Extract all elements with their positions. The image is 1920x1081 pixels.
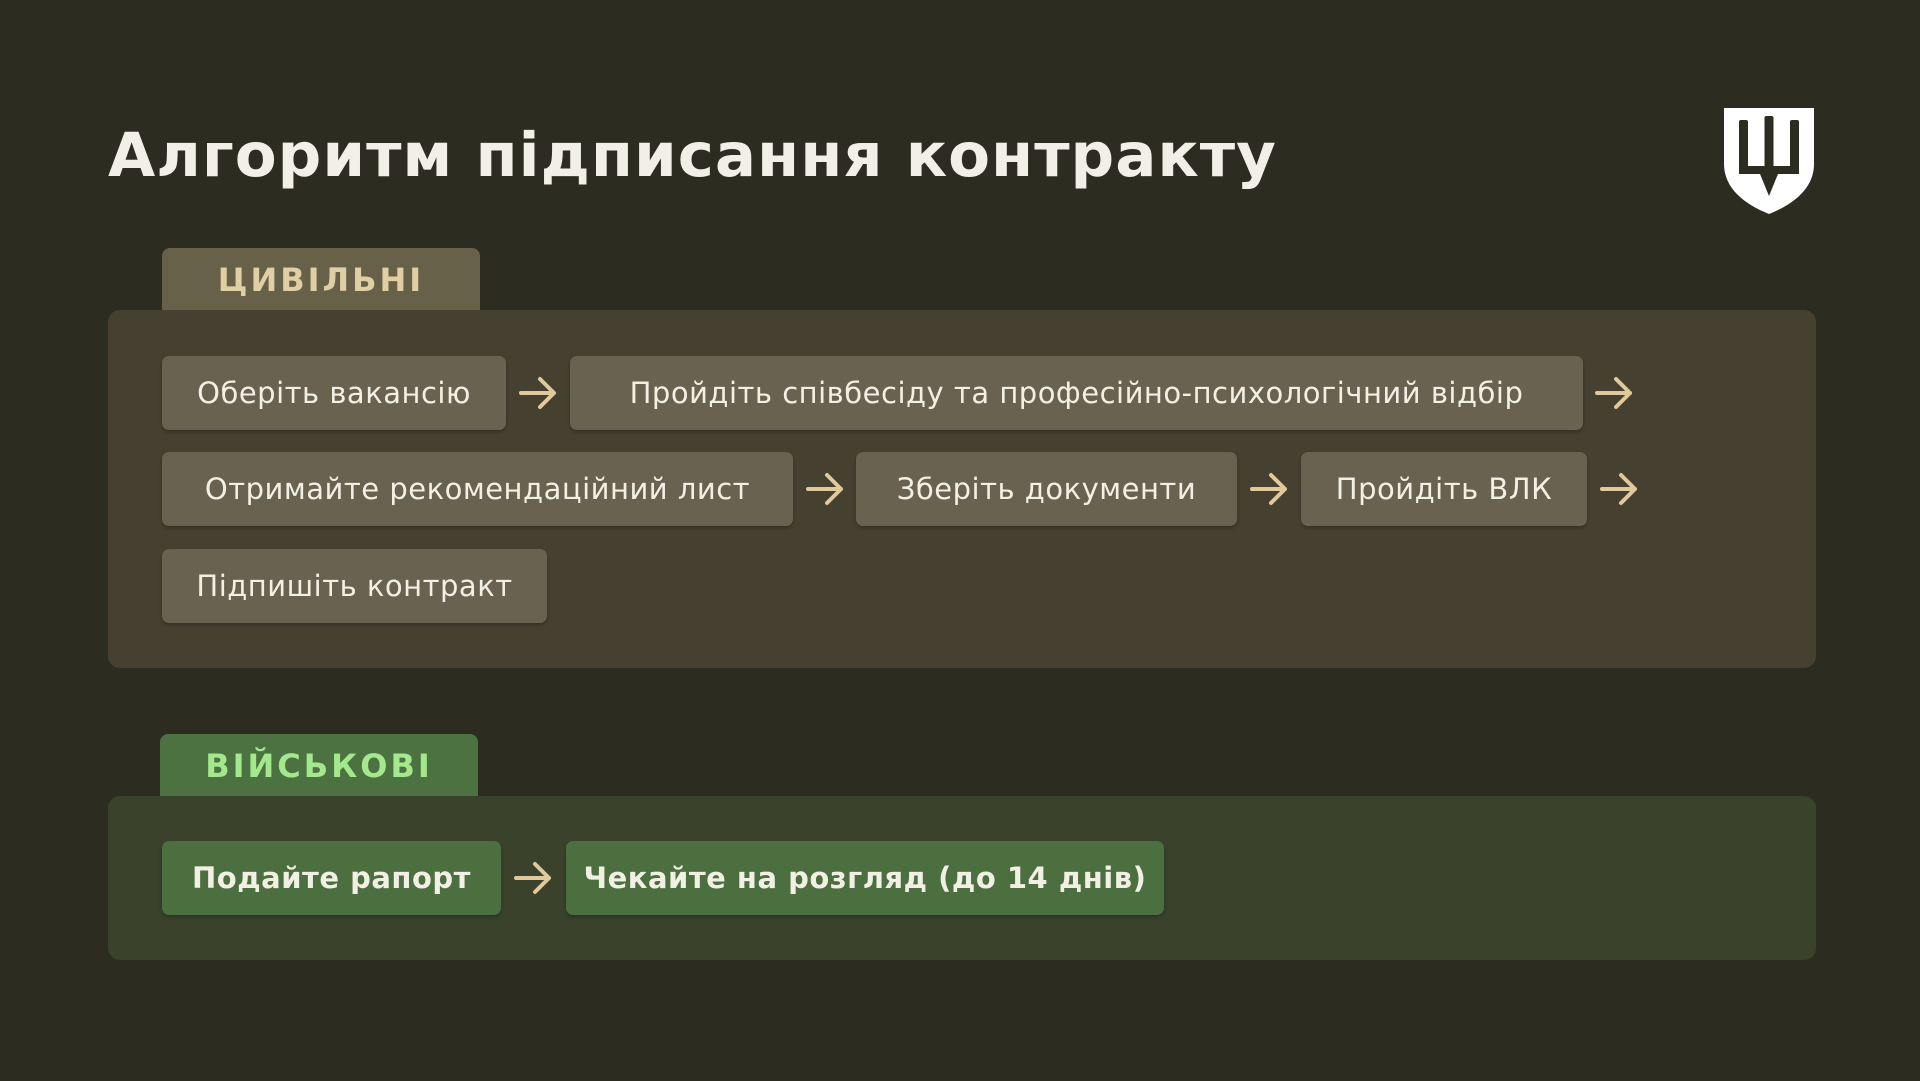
civil-step-sign-contract: Підпишіть контракт <box>162 549 547 623</box>
military-step-await-review: Чекайте на розгляд (до 14 днів) <box>566 841 1164 915</box>
civil-step-interview: Пройдіть співбесіду та професійно-психол… <box>570 356 1583 430</box>
civil-section-label: ЦИВІЛЬНІ <box>162 248 480 312</box>
arrow-right-icon <box>514 862 551 894</box>
civil-steps-row-2: Отримайте рекомендаційний лист Зберіть д… <box>0 452 1920 526</box>
military-steps-row: Подайте рапорт Чекайте на розгляд (до 14… <box>0 841 1920 915</box>
arrow-right-icon <box>806 473 843 505</box>
arrow-right-icon <box>1250 473 1287 505</box>
civil-steps-row-1: Оберіть вакансію Пройдіть співбесіду та … <box>0 356 1920 430</box>
military-section-label: ВІЙСЬКОВІ <box>160 734 478 798</box>
arrow-right-icon <box>519 377 556 409</box>
arrow-right-icon <box>1600 473 1637 505</box>
military-step-submit-report: Подайте рапорт <box>162 841 501 915</box>
page-title: Алгоритм підписання контракту <box>108 120 1277 191</box>
civil-steps-row-3: Підпишіть контракт <box>0 549 1920 623</box>
civil-step-collect-documents: Зберіть документи <box>856 452 1237 526</box>
trident-shield-icon <box>1724 108 1814 214</box>
civil-step-choose-vacancy: Оберіть вакансію <box>162 356 506 430</box>
civil-step-recommendation-letter: Отримайте рекомендаційний лист <box>162 452 793 526</box>
arrow-right-icon <box>1595 377 1632 409</box>
civil-step-medical-commission: Пройдіть ВЛК <box>1301 452 1587 526</box>
